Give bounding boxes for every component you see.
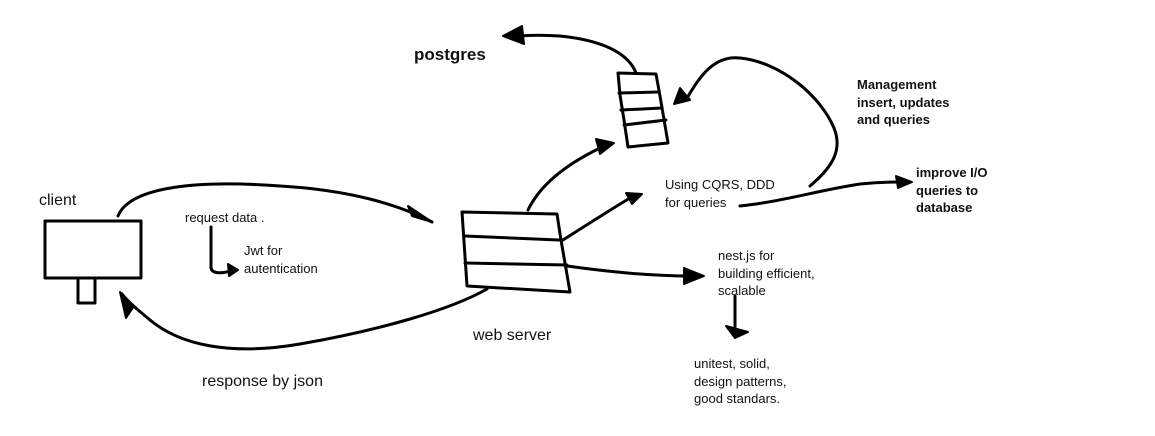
table-to-postgres-arrow <box>516 33 638 75</box>
management-note-line-2: insert, updates <box>857 94 950 110</box>
server-to-db-arrowhead <box>595 138 615 155</box>
server-to-db-arrow <box>526 146 602 212</box>
response-arrow <box>120 287 489 351</box>
management-loop <box>684 56 839 188</box>
web-server-box <box>460 210 572 294</box>
practices-note-line-1: unitest, solid, <box>694 356 770 371</box>
improve-io-note-line-1: improve I/O <box>916 165 988 180</box>
practices-note-line-2: design patterns, <box>694 373 787 389</box>
postgres-table-row-3 <box>622 118 668 127</box>
nestjs-note-line-1: nest.js for <box>718 248 775 263</box>
postgres-label: postgres <box>414 45 486 64</box>
web-server-divider-1 <box>463 234 561 242</box>
practices-note-line-3: good standars. <box>694 391 781 407</box>
response-label: response by json <box>202 373 323 390</box>
server-to-nestjs-arrow <box>565 264 692 278</box>
postgres-table-row-2 <box>619 106 664 112</box>
management-note-line-1: Management <box>857 77 937 92</box>
nestjs-note-line-2: building efficient, <box>718 265 815 281</box>
server-to-cqrs-arrowhead <box>625 192 643 205</box>
client-box <box>43 219 143 280</box>
management-note-line-3: and queries <box>857 112 930 128</box>
web-server-divider-2 <box>463 261 569 267</box>
practices-note: unitest, solid, design patterns, good st… <box>694 355 787 408</box>
server-to-cqrs-arrow <box>561 196 632 242</box>
jwt-arrowhead <box>227 263 239 277</box>
jwt-label: Jwt for autentication <box>244 242 318 277</box>
cqrs-note-line-1: Using CQRS, DDD <box>665 177 775 192</box>
cqrs-note-line-2: for queries <box>665 194 727 210</box>
client-label: client <box>39 192 77 209</box>
cqrs-note: Using CQRS, DDD for queries <box>665 176 775 211</box>
client-stand <box>76 278 97 305</box>
request-arrowhead <box>407 205 433 223</box>
cqrs-to-io-arrowhead <box>895 175 913 189</box>
improve-io-note-line-3: database <box>916 200 973 216</box>
cqrs-to-io-arrow <box>738 180 902 208</box>
request-label: request data . <box>185 210 265 225</box>
response-arrowhead <box>119 291 135 319</box>
nestjs-note-line-3: scalable <box>718 283 766 299</box>
jwt-label-line-2: autentication <box>244 260 318 276</box>
postgres-table <box>616 71 670 149</box>
table-to-postgres-arrowhead <box>502 25 525 45</box>
management-arrowhead <box>673 87 691 105</box>
request-arrow <box>116 182 434 224</box>
management-note: Management insert, updates and queries <box>857 76 949 129</box>
jwt-label-line-1: Jwt for <box>244 243 283 258</box>
improve-io-note-line-2: queries to <box>916 182 979 198</box>
nestjs-to-practices-arrowhead <box>725 325 749 339</box>
nestjs-note: nest.js for building efficient, scalable <box>718 247 815 300</box>
improve-io-note: improve I/O queries to database <box>916 164 988 217</box>
web-server-label: web server <box>473 327 552 344</box>
postgres-table-row-1 <box>617 90 661 95</box>
server-to-nestjs-arrowhead <box>683 267 705 285</box>
